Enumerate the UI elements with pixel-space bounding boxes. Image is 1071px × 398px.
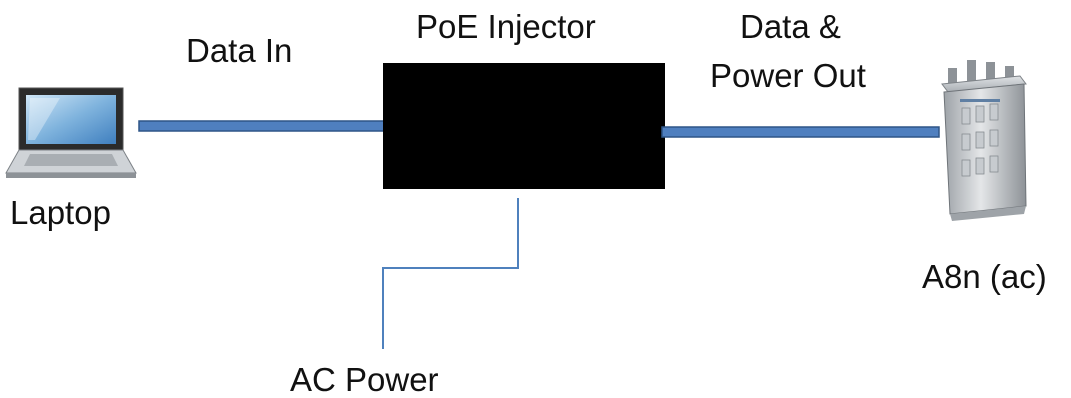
poe-injector-label: PoE Injector — [416, 8, 596, 45]
ac-power-line — [382, 198, 519, 349]
data-in-cable — [138, 120, 390, 132]
access-point-label: A8n (ac) — [922, 258, 1047, 295]
data-power-out-label-line1: Data & — [740, 8, 841, 45]
data-power-out-cable — [661, 126, 940, 138]
poe-injector-box — [383, 63, 665, 189]
laptop-icon — [5, 87, 137, 178]
access-point-icon — [941, 60, 1027, 221]
laptop-label: Laptop — [10, 194, 111, 231]
data-power-out-label-line2: Power Out — [710, 57, 866, 94]
ac-power-label: AC Power — [290, 361, 439, 398]
data-in-label: Data In — [186, 32, 293, 69]
